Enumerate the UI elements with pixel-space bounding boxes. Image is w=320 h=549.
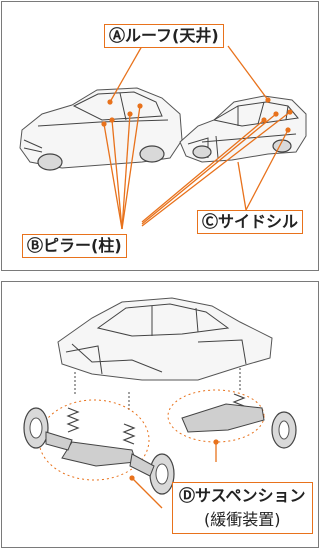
suspension-label: Ⓓサスペンション (緩衝装置) bbox=[172, 482, 313, 534]
suspension-illustration bbox=[23, 297, 297, 509]
side-sill-label: Ⓒサイドシル bbox=[197, 210, 304, 234]
body-shell-top bbox=[57, 297, 273, 381]
bottom-panel: Ⓓサスペンション (緩衝装置) bbox=[1, 281, 319, 548]
roof-label: Ⓐルーフ(天井) bbox=[104, 24, 224, 48]
side-sill-leaders bbox=[237, 127, 291, 211]
rear-suspension bbox=[167, 389, 297, 449]
roof-leaders bbox=[107, 45, 271, 105]
pillar-leaders bbox=[101, 103, 293, 230]
complete-car-body bbox=[19, 87, 183, 171]
suspension-leaders bbox=[129, 439, 219, 509]
suspension-label-line1: Ⓓサスペンション bbox=[179, 486, 306, 505]
top-panel: Ⓐルーフ(天井) Ⓑピラー(柱) Ⓒサイドシル bbox=[1, 1, 319, 271]
pillar-label: Ⓑピラー(柱) bbox=[22, 234, 127, 258]
car-body-illustration bbox=[19, 45, 307, 230]
front-suspension bbox=[23, 399, 175, 495]
suspension-label-line2: (緩衝装置) bbox=[204, 510, 281, 529]
